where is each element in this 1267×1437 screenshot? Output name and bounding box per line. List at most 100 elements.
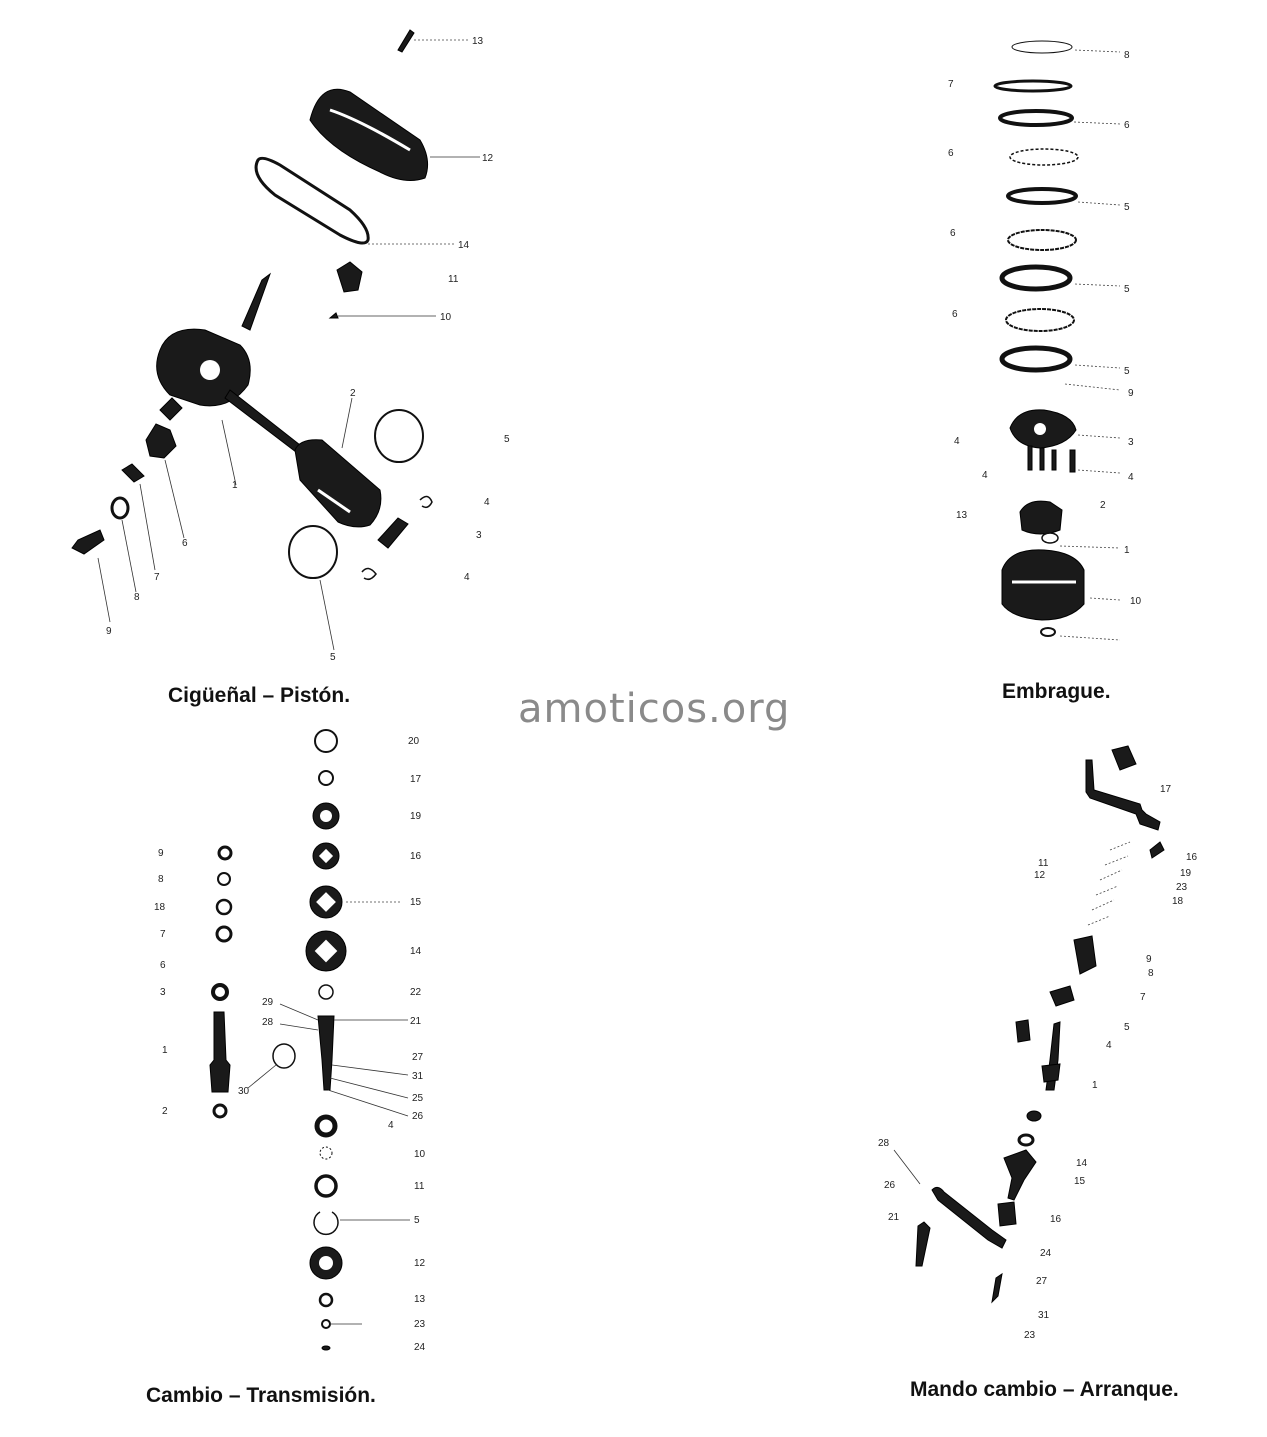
shift-label-31: 31 <box>1038 1310 1050 1321</box>
clutch-washer-part: 10 <box>1040 627 1121 641</box>
shift-label-7: 7 <box>1140 992 1146 1003</box>
shift-label-5: 5 <box>1124 1022 1130 1033</box>
part-label-5b: 5 <box>330 652 336 663</box>
clutch-label-6a: 6 <box>1124 120 1130 131</box>
pedal-assembly-part: 16 28 26 21 24 27 31 23 <box>878 1138 1062 1341</box>
gb-right-label-22: 22 <box>410 987 422 998</box>
gb-right-label-15: 15 <box>410 897 422 908</box>
gb-left-label-8: 8 <box>158 874 164 885</box>
shift-label-19: 19 <box>1180 868 1192 879</box>
clutch-label-6c: 6 <box>950 228 956 239</box>
circlip-part: 4 <box>361 567 470 583</box>
gearbox-right-column: 20 17 19 16 15 14 22 21 29 28 27 31 25 2… <box>262 729 426 1353</box>
part-label-14: 14 <box>458 240 470 251</box>
part-label-10: 10 <box>440 312 452 323</box>
clutch-diagram: 8 7 6 6 5 6 5 6 5 9 3 4 4 <box>948 40 1142 641</box>
shift-drum-part: 9 8 7 5 4 <box>1015 935 1154 1051</box>
part-label-9: 9 <box>106 626 112 637</box>
part-label-6: 6 <box>182 538 188 549</box>
gb-right-label-11: 11 <box>414 1181 425 1192</box>
gb-right-label-4: 4 <box>388 1120 394 1131</box>
caption-gearbox-transmission: Cambio – Transmisión. <box>146 1384 376 1407</box>
part-label-2: 2 <box>350 388 356 399</box>
clutch-label-9: 9 <box>1128 388 1134 399</box>
part-label-12: 12 <box>482 153 494 164</box>
gb-left-label-18: 18 <box>154 902 166 913</box>
gb-left-label-1: 1 <box>162 1045 168 1056</box>
gb-right-label-25: 25 <box>412 1093 424 1104</box>
nut-part: 11 <box>336 261 459 293</box>
gear-part: 6 <box>145 423 188 549</box>
washer-part: 8 <box>110 496 140 603</box>
clutch-inner-part: 13 1 <box>956 500 1130 556</box>
part-label-13: 13 <box>472 36 484 47</box>
gearbox-left-column: 9 8 18 7 6 3 1 2 30 <box>154 845 296 1119</box>
key-part: 10 <box>328 312 452 323</box>
part-label-7: 7 <box>154 572 160 583</box>
clutch-hub-part: 3 4 <box>954 409 1134 449</box>
part-label-11: 11 <box>448 274 459 285</box>
part-label-8: 8 <box>134 592 140 603</box>
shift-label-23: 23 <box>1176 882 1188 893</box>
shift-label-16: 16 <box>1186 852 1198 863</box>
clutch-label-8: 8 <box>1124 50 1130 61</box>
shift-label-1: 1 <box>1092 1080 1098 1091</box>
gb-right-label-17: 17 <box>410 774 422 785</box>
shift-shaft-part: 1 14 15 <box>1003 1021 1098 1201</box>
gb-left-label-30: 30 <box>238 1086 250 1097</box>
clutch-label-13: 1 <box>1124 545 1130 556</box>
shift-label-14: 14 <box>1076 1158 1088 1169</box>
shift-label-17: 17 <box>1160 784 1172 795</box>
shift-label-4: 4 <box>1106 1040 1112 1051</box>
shift-label-16b: 16 <box>1050 1214 1062 1225</box>
gb-right-label-23: 23 <box>414 1319 426 1330</box>
clutch-label-3: 3 <box>1128 437 1134 448</box>
part-label-4b: 4 <box>464 572 470 583</box>
shift-label-15: 15 <box>1074 1176 1086 1187</box>
shift-label-11: 11 <box>1038 858 1049 869</box>
gasket-part: 14 <box>254 156 470 251</box>
shift-label-24: 24 <box>1040 1248 1052 1259</box>
gb-right-label-21: 21 <box>410 1016 422 1027</box>
gearbox-transmission-diagram: 9 8 18 7 6 3 1 2 30 20 17 19 16 15 14 22 <box>154 729 426 1353</box>
shift-label-12: 12 <box>1034 870 1046 881</box>
shift-label-28: 28 <box>878 1138 890 1149</box>
bolt-part: 13 <box>397 29 484 53</box>
piston-ring-part: 5 <box>374 409 510 463</box>
shift-label-9: 9 <box>1146 954 1152 965</box>
caption-clutch: Embrague. <box>1002 680 1111 703</box>
gb-left-label-3: 3 <box>160 987 166 998</box>
housing-cover-part: 12 <box>309 88 494 181</box>
clutch-label-7: 7 <box>948 79 954 90</box>
clutch-label-4c: 4 <box>1128 472 1134 483</box>
shift-label-26: 26 <box>884 1180 896 1191</box>
clutch-label-4b: 4 <box>982 470 988 481</box>
clutch-label-1: 10 <box>1130 596 1142 607</box>
gb-right-label-5: 5 <box>414 1215 420 1226</box>
gb-right-label-19: 19 <box>410 811 422 822</box>
crank-bolt-part: 9 <box>71 529 112 637</box>
clutch-label-5a: 5 <box>1124 202 1130 213</box>
clutch-label-2: 13 <box>956 510 968 521</box>
gb-right-label-12: 12 <box>414 1258 426 1269</box>
clutch-label-6d: 6 <box>952 309 958 320</box>
clutch-springs-part: 4 4 2 <box>982 445 1134 511</box>
gb-left-label-9: 9 <box>158 848 164 859</box>
gb-left-label-6: 6 <box>160 960 166 971</box>
caption-shift-kickstart: Mando cambio – Arranque. <box>910 1378 1179 1401</box>
part-label-1: 1 <box>232 480 238 491</box>
gb-right-label-16: 16 <box>410 851 422 862</box>
circlip-part: 4 <box>419 495 490 509</box>
gb-left-label-29: 29 <box>262 997 274 1008</box>
shift-label-27: 27 <box>1036 1276 1048 1287</box>
gb-left-label-7: 7 <box>160 929 166 940</box>
piston-part: 2 <box>294 388 382 528</box>
gear-shift-kickstart-diagram: 17 16 19 23 18 11 12 9 8 7 5 4 1 14 15 1… <box>878 745 1198 1341</box>
crankshaft-assembly-part: 1 <box>156 272 301 491</box>
part-label-4: 4 <box>484 497 490 508</box>
piston-pin-part: 3 <box>377 517 482 549</box>
gb-right-label-24: 24 <box>414 1342 426 1353</box>
shift-spring-stack: 16 19 23 18 11 12 <box>1034 841 1198 926</box>
shift-label-21: 21 <box>888 1212 900 1223</box>
gb-right-label-26: 26 <box>412 1111 424 1122</box>
